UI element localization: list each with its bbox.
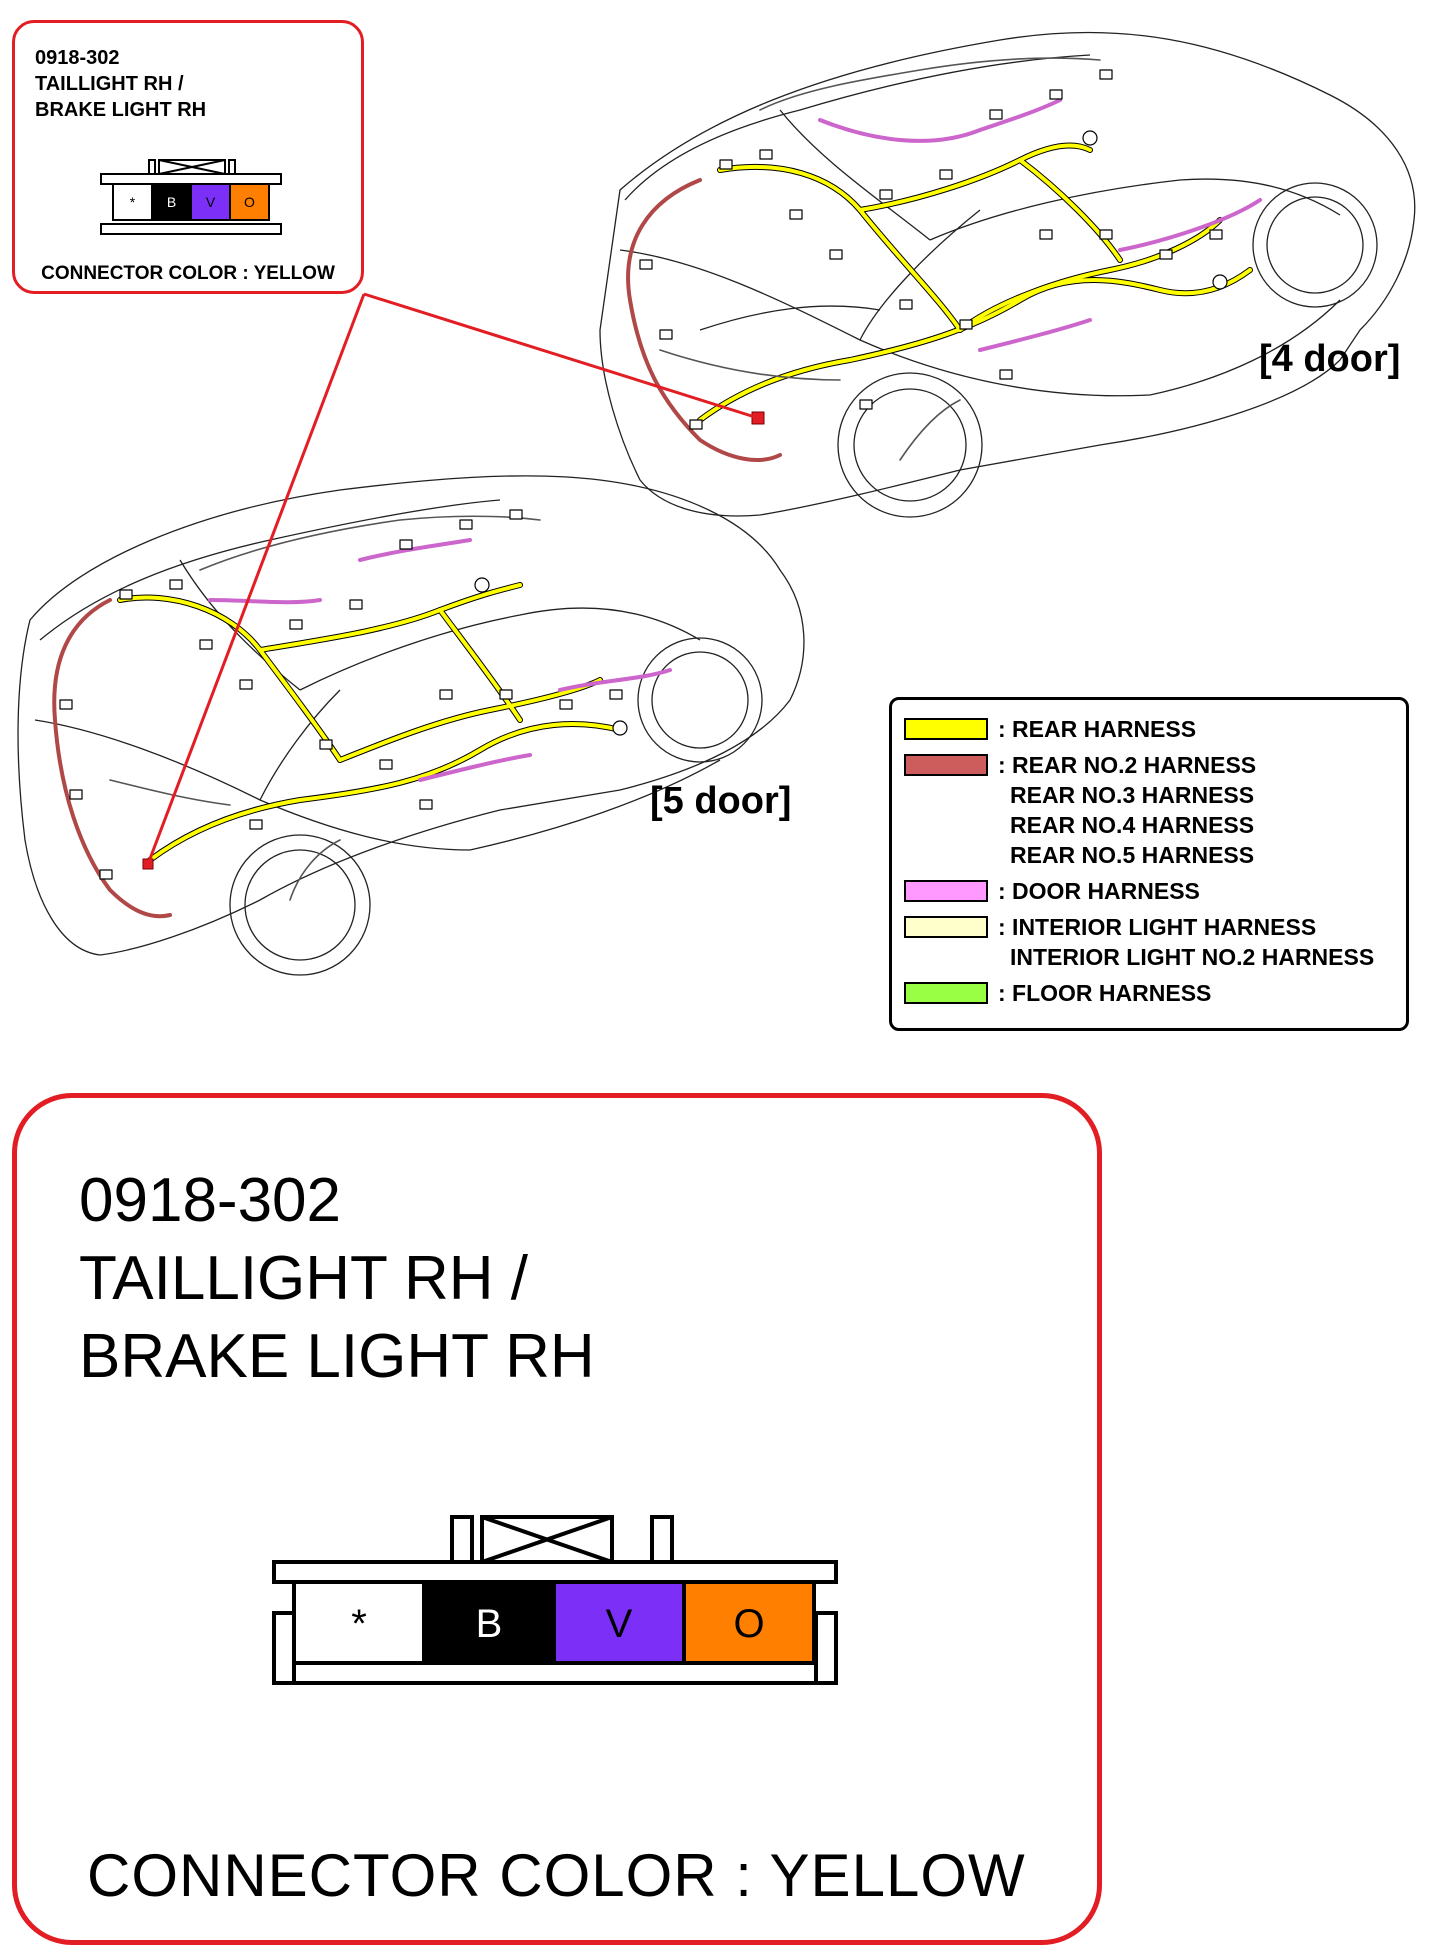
pin-label-3: V: [606, 1602, 633, 1646]
connector-callout-small: 0918-302 TAILLIGHT RH / BRAKE LIGHT RH *…: [12, 20, 364, 294]
pin-label-1: *: [130, 194, 136, 210]
legend-label-5-1: : FLOOR HARNESS: [998, 980, 1212, 1006]
legend-swatch-4: [904, 916, 988, 938]
legend-label-2-1: : REAR NO.2 HARNESS: [998, 752, 1257, 778]
legend-label-4-1: : INTERIOR LIGHT HARNESS: [998, 914, 1317, 940]
legend-label-4-2: INTERIOR LIGHT NO.2 HARNESS: [1010, 944, 1375, 970]
harness-legend: : REAR HARNESS : REAR NO.2 HARNESS REAR NO…: [889, 697, 1409, 1031]
legend-label-1-1: : REAR HARNESS: [998, 716, 1197, 742]
pin-cell-4: [682, 1580, 816, 1665]
four-door-car: [599, 31, 1416, 518]
connector-name-large-line2: BRAKE LIGHT RH: [79, 1322, 595, 1391]
five-door-car: [17, 475, 805, 976]
connector-name-line2: BRAKE LIGHT RH: [35, 99, 207, 121]
connector-color-large: CONNECTOR COLOR : YELLOW: [87, 1842, 1026, 1909]
connector-color-small: CONNECTOR COLOR : YELLOW: [41, 263, 335, 284]
connector-code: 0918-302: [35, 47, 120, 69]
pin-label-4: O: [733, 1602, 764, 1646]
legend-label-2-3: REAR NO.4 HARNESS: [1010, 812, 1255, 838]
legend-label-3-1: : DOOR HARNESS: [998, 878, 1200, 904]
pin-label-1: *: [351, 1602, 367, 1646]
connector-face-large: * B V O: [272, 1515, 838, 1685]
five-door-harness: b c: [52, 509, 672, 919]
connector-callout-large: 0918-302 TAILLIGHT RH / BRAKE LIGHT RH *…: [12, 1093, 1102, 1945]
four-door-label: [4 door]: [1259, 338, 1401, 380]
callout-large-text: 0918-302 TAILLIGHT RH / BRAKE LIGHT RH: [79, 1162, 595, 1396]
legend-swatch-3: [904, 880, 988, 902]
small-pin-cells: * B V O: [112, 183, 270, 221]
pin-label-2: B: [476, 1602, 503, 1646]
five-door-label: [5 door]: [650, 780, 792, 822]
pin-label-4: O: [244, 194, 255, 210]
pin-label-2: B: [167, 194, 176, 210]
four-door-harness: b c: [626, 57, 1262, 462]
large-pin-cells: * B V O: [292, 1580, 816, 1665]
legend-swatch-2: [904, 754, 988, 776]
pin-cell-3: [552, 1580, 686, 1665]
legend-label-2-4: REAR NO.5 HARNESS: [1010, 842, 1255, 868]
pin-cell-2: [151, 183, 192, 221]
connector-code-large: 0918-302: [79, 1166, 342, 1235]
connector-name-line1: TAILLIGHT RH /: [35, 73, 184, 95]
legend-swatch-5: [904, 982, 988, 1004]
legend-label-2-2: REAR NO.3 HARNESS: [1010, 782, 1255, 808]
connector-name-large-line1: TAILLIGHT RH /: [79, 1244, 529, 1313]
leader-lines: [146, 292, 759, 865]
legend-swatch-1: [904, 718, 988, 740]
connector-face-small: * B V O: [100, 159, 282, 235]
callout-small-text: 0918-302 TAILLIGHT RH / BRAKE LIGHT RH: [35, 45, 206, 123]
pin-label-3: V: [206, 194, 216, 210]
